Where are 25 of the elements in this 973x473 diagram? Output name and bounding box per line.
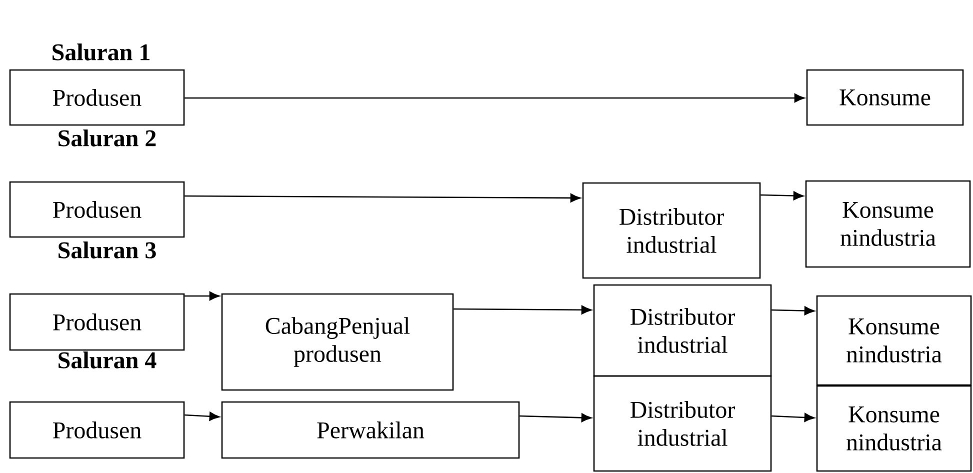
- arrow: [184, 193, 581, 202]
- process-box: Konsume: [806, 69, 964, 126]
- process-box: Produsen: [9, 181, 185, 238]
- process-box: Konsume nindustria: [805, 180, 971, 268]
- arrow: [184, 412, 220, 421]
- process-box: Perwakilan: [221, 401, 520, 459]
- process-box: Konsume nindustria: [816, 385, 972, 472]
- arrow: [184, 292, 220, 300]
- process-box: Produsen: [9, 401, 185, 459]
- arrow: [184, 94, 805, 102]
- process-box: CabangPenjual produsen: [221, 293, 454, 391]
- arrow: [454, 305, 592, 314]
- process-box: Distributor industrial: [582, 182, 761, 279]
- process-box: Distributor industrial: [593, 375, 772, 472]
- channel-label: Saluran 2: [58, 130, 156, 146]
- channel-label: Saluran 4: [58, 352, 156, 368]
- process-box: Produsen: [9, 69, 185, 126]
- arrow: [760, 191, 804, 200]
- arrow: [772, 306, 815, 316]
- arrow: [772, 413, 815, 422]
- process-box: Produsen: [9, 293, 185, 351]
- channel-label: Saluran 3: [58, 242, 156, 258]
- process-box: Konsume nindustria: [816, 295, 972, 386]
- process-box: Distributor industrial: [593, 284, 772, 377]
- arrow: [520, 413, 592, 422]
